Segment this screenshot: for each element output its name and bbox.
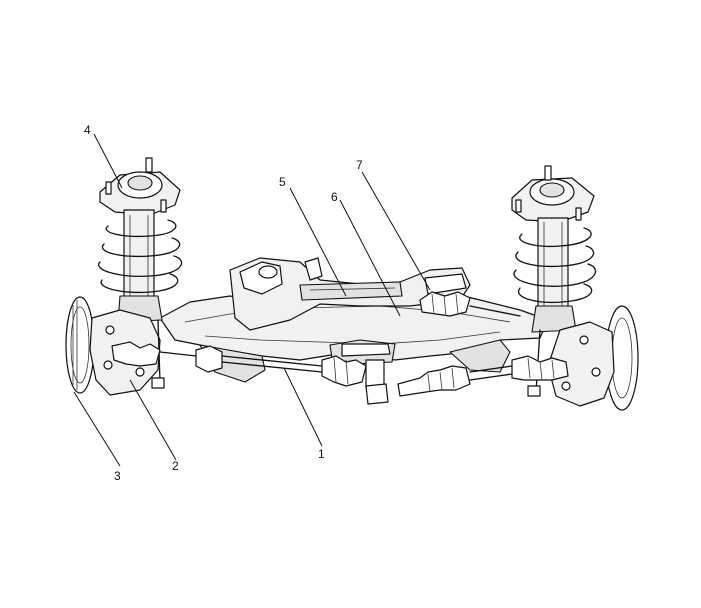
callout-6: 6 xyxy=(331,190,338,204)
callout-7: 7 xyxy=(356,158,363,172)
leader-3 xyxy=(73,391,121,467)
tie-rod-boot xyxy=(419,291,521,317)
drive-shaft xyxy=(111,341,391,405)
left-strut-assembly xyxy=(97,157,183,323)
callout-labels: 1 2 3 4 5 6 7 xyxy=(84,123,363,483)
leader-6 xyxy=(339,199,401,317)
leader-lines xyxy=(73,133,431,467)
steering-gear-box xyxy=(229,257,471,331)
callout-2: 2 xyxy=(172,459,179,473)
right-strut-assembly xyxy=(511,165,597,333)
leader-1 xyxy=(283,367,323,447)
right-knuckle-and-disc xyxy=(527,305,639,411)
callout-1: 1 xyxy=(318,447,325,461)
leader-4 xyxy=(93,133,123,189)
leader-2 xyxy=(129,379,177,461)
leader-5 xyxy=(289,187,347,297)
callout-5: 5 xyxy=(279,175,286,189)
callout-4: 4 xyxy=(84,123,91,137)
leader-7 xyxy=(361,171,431,291)
right-drive-shaft xyxy=(397,355,569,397)
callout-3: 3 xyxy=(114,469,121,483)
